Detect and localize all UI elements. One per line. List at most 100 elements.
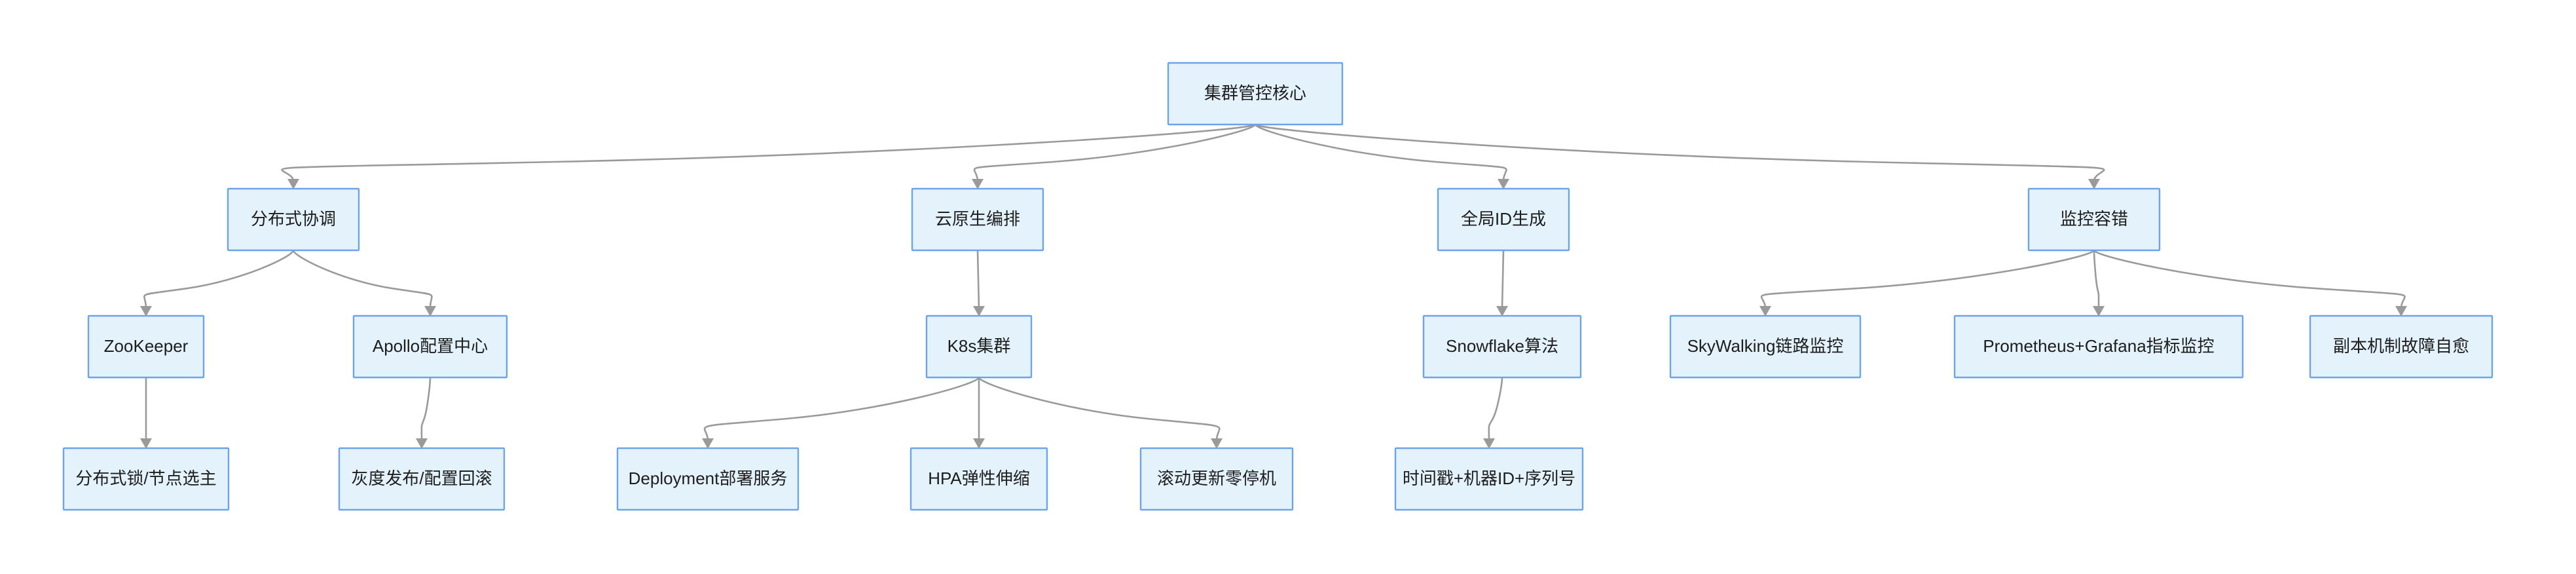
arrow-head-icon xyxy=(1483,438,1495,449)
node-label: 监控容错 xyxy=(2060,209,2128,229)
node-label: 时间戳+机器ID+序列号 xyxy=(1403,469,1575,488)
edge-path xyxy=(143,250,295,309)
edge-path xyxy=(703,377,980,441)
arrow-head-icon xyxy=(1496,306,1508,316)
node-box[interactable] xyxy=(1953,315,2244,379)
edge-coord-to-zookeeper xyxy=(140,250,295,316)
arrow-head-icon xyxy=(1498,179,1509,189)
arrow-head-icon xyxy=(2093,306,2105,316)
edge-root-to-monitor xyxy=(1254,123,2105,189)
node-label: 灰度发布/配置回滚 xyxy=(351,469,492,488)
arrow-head-icon xyxy=(287,179,299,189)
edge-path xyxy=(1254,123,2105,182)
node-apollo[interactable]: Apollo配置中心 xyxy=(352,315,508,379)
node-box[interactable] xyxy=(925,315,1033,379)
node-label: K8s集群 xyxy=(948,336,1011,356)
arrow-head-icon xyxy=(140,306,152,316)
edge-path xyxy=(973,123,1257,182)
node-box[interactable] xyxy=(1167,62,1344,126)
node-box[interactable] xyxy=(911,187,1044,252)
edge-path xyxy=(420,377,432,441)
node-hpa[interactable]: HPA弹性伸缩 xyxy=(910,447,1048,511)
node-lock[interactable]: 分布式锁/节点选主 xyxy=(62,447,230,511)
edge-root-to-globalid xyxy=(1254,124,1509,189)
arrow-head-icon xyxy=(424,306,436,316)
arrow-head-icon xyxy=(2088,179,2100,189)
edge-root-to-cloud xyxy=(972,123,1257,189)
edge-k8s-to-hpa xyxy=(973,377,985,449)
edge-path xyxy=(976,250,980,309)
node-box[interactable] xyxy=(1437,187,1570,252)
edge-path xyxy=(292,250,433,309)
arrow-head-icon xyxy=(972,179,984,189)
arrow-head-icon xyxy=(1759,306,1771,316)
node-box[interactable] xyxy=(1394,447,1584,511)
edge-path xyxy=(281,123,1257,182)
node-gray[interactable]: 灰度发布/配置回滚 xyxy=(338,447,506,511)
node-k8s[interactable]: K8s集群 xyxy=(925,315,1033,379)
arrow-head-icon xyxy=(140,438,152,449)
node-label: Apollo配置中心 xyxy=(373,336,488,356)
edge-path xyxy=(1501,250,1505,309)
edge-coord-to-apollo xyxy=(292,250,436,316)
node-box[interactable] xyxy=(227,187,360,252)
edge-monitor-to-skywalking xyxy=(1759,249,2095,316)
edge-monitor-to-prometheus xyxy=(2093,250,2105,316)
arrow-head-icon xyxy=(416,438,428,449)
edge-k8s-to-rolling xyxy=(978,377,1223,449)
edge-root-to-coord xyxy=(281,123,1257,189)
node-monitor[interactable]: 监控容错 xyxy=(2027,187,2161,252)
edge-path xyxy=(1760,249,2095,309)
edge-cloud-to-k8s xyxy=(973,250,985,316)
node-prometheus[interactable]: Prometheus+Grafana指标监控 xyxy=(1953,315,2244,379)
arrow-head-icon xyxy=(973,438,985,449)
node-deployment[interactable]: Deployment部署服务 xyxy=(616,447,800,511)
edge-layer xyxy=(140,123,2407,449)
node-label: 分布式锁/节点选主 xyxy=(75,469,216,488)
node-box[interactable] xyxy=(2309,315,2493,379)
edge-path xyxy=(1254,124,1507,182)
node-box[interactable] xyxy=(910,447,1048,511)
arrow-head-icon xyxy=(2395,306,2407,316)
node-box[interactable] xyxy=(1139,447,1294,511)
node-rolling[interactable]: 滚动更新零停机 xyxy=(1139,447,1294,511)
edge-globalid-to-snowflake xyxy=(1496,250,1508,316)
node-label: HPA弹性伸缩 xyxy=(928,469,1030,488)
node-snowflake[interactable]: Snowflake算法 xyxy=(1422,315,1582,379)
node-replica[interactable]: 副本机制故障自愈 xyxy=(2309,315,2493,379)
node-label: 集群管控核心 xyxy=(1204,83,1306,103)
node-label: 滚动更新零停机 xyxy=(1157,469,1276,488)
edge-k8s-to-deployment xyxy=(702,377,980,449)
node-box[interactable] xyxy=(2027,187,2161,252)
node-label: 副本机制故障自愈 xyxy=(2333,336,2469,356)
node-snowseq[interactable]: 时间戳+机器ID+序列号 xyxy=(1394,447,1584,511)
node-label: Prometheus+Grafana指标监控 xyxy=(1983,336,2214,356)
node-box[interactable] xyxy=(338,447,506,511)
node-skywalking[interactable]: SkyWalking链路监控 xyxy=(1669,315,1862,379)
node-root[interactable]: 集群管控核心 xyxy=(1167,62,1344,126)
node-label: 分布式协调 xyxy=(251,209,336,229)
node-label: SkyWalking链路监控 xyxy=(1687,336,1844,356)
node-box[interactable] xyxy=(352,315,508,379)
node-coord[interactable]: 分布式协调 xyxy=(227,187,360,252)
arrow-head-icon xyxy=(1211,438,1223,449)
node-box[interactable] xyxy=(62,447,230,511)
edge-path xyxy=(2093,249,2406,309)
node-box[interactable] xyxy=(1422,315,1582,379)
node-label: 全局ID生成 xyxy=(1461,209,1546,229)
node-zookeeper[interactable]: ZooKeeper xyxy=(87,315,205,379)
node-globalid[interactable]: 全局ID生成 xyxy=(1437,187,1570,252)
node-box[interactable] xyxy=(616,447,800,511)
arrow-head-icon xyxy=(973,306,985,316)
node-box[interactable] xyxy=(1669,315,1862,379)
node-box[interactable] xyxy=(87,315,205,379)
edge-apollo-to-gray xyxy=(416,377,432,449)
edge-monitor-to-replica xyxy=(2093,249,2407,316)
node-label: Snowflake算法 xyxy=(1446,336,1558,356)
edge-snowflake-to-snowseq xyxy=(1483,377,1503,449)
edge-path xyxy=(978,377,1221,441)
node-label: Deployment部署服务 xyxy=(629,469,788,488)
node-cloud[interactable]: 云原生编排 xyxy=(911,187,1044,252)
